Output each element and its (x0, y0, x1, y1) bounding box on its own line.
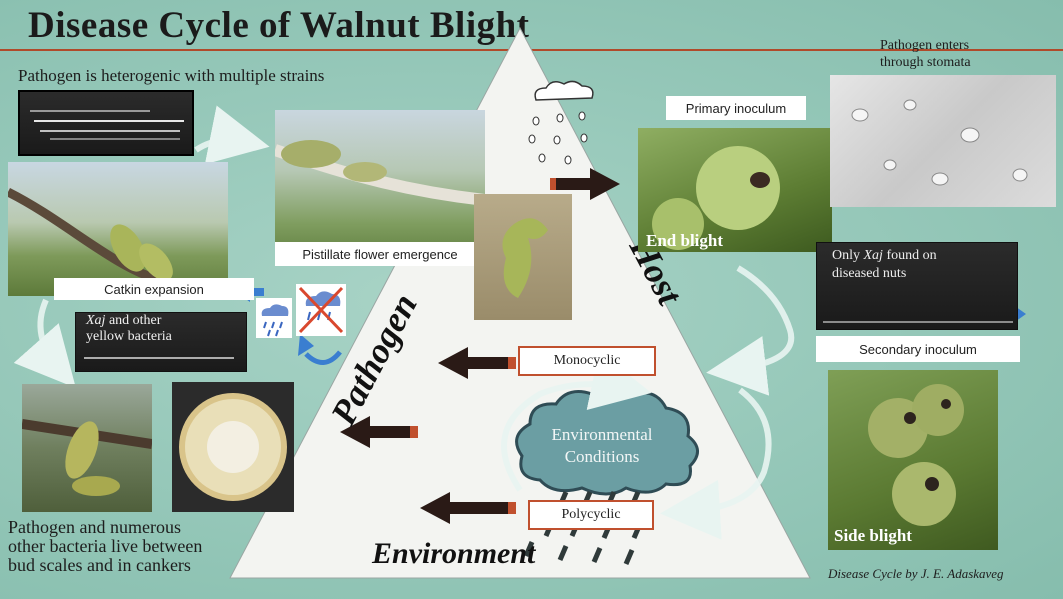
bud-scales-caption: Pathogen and numerous other bacteria liv… (8, 517, 203, 575)
arrow-polycyclic (420, 492, 516, 524)
pistillate-branch-photo (275, 110, 485, 262)
only-xaj-gel-image (816, 242, 1018, 330)
secondary-inoculum-label: Secondary inoculum (816, 336, 1020, 362)
pistillate-label: Pistillate flower emergence (275, 242, 485, 266)
catkin-photo (8, 162, 228, 296)
environmental-conditions-text: Environmental Conditions (551, 425, 653, 466)
xaj-gel-caption: Xaj and other yellow bacteria (86, 313, 172, 344)
side-blight-label: Side blight (834, 526, 912, 545)
strains-gel-image (18, 90, 194, 156)
heterogenic-caption: Pathogen is heterogenic with multiple st… (18, 66, 325, 85)
raindrops (528, 111, 588, 165)
catkin-label: Catkin expansion (54, 278, 254, 300)
page-title: Disease Cycle of Walnut Blight (28, 5, 530, 46)
rain-cloud-crossed-icon (296, 284, 346, 336)
top-cloud (534, 80, 594, 101)
end-blight-label: End blight (646, 231, 724, 250)
polycyclic-box: Polycyclic (528, 500, 654, 530)
bud-scales-photo (22, 384, 152, 512)
only-xaj-caption: Only Xaj found on diseased nuts (832, 248, 937, 281)
end-blight-photo (638, 128, 832, 252)
credit-caption: Disease Cycle by J. E. Adaskaveg (828, 566, 1004, 581)
pistillate-flower-photo (474, 194, 572, 320)
side-blight-photo (828, 370, 998, 550)
rain-cloud-icon (256, 298, 292, 338)
environment-cloud (515, 385, 699, 496)
teal-arrows (13, 105, 795, 540)
monocyclic-box: Monocyclic (518, 346, 656, 376)
stomata-caption: Pathogen enters through stomata (880, 38, 971, 70)
stomata-sem-photo (830, 75, 1056, 207)
left-arrows (340, 347, 516, 524)
xaj-gel-image (75, 312, 247, 372)
arrow-middle (340, 416, 418, 448)
arrow-monocyclic (438, 347, 516, 379)
blue-curve-arrow (304, 350, 342, 365)
primary-inoculum-label: Primary inoculum (666, 96, 806, 120)
environment-label: Environment (372, 537, 536, 570)
petri-dish-photo (172, 382, 294, 512)
arrow-to-host (550, 168, 620, 200)
